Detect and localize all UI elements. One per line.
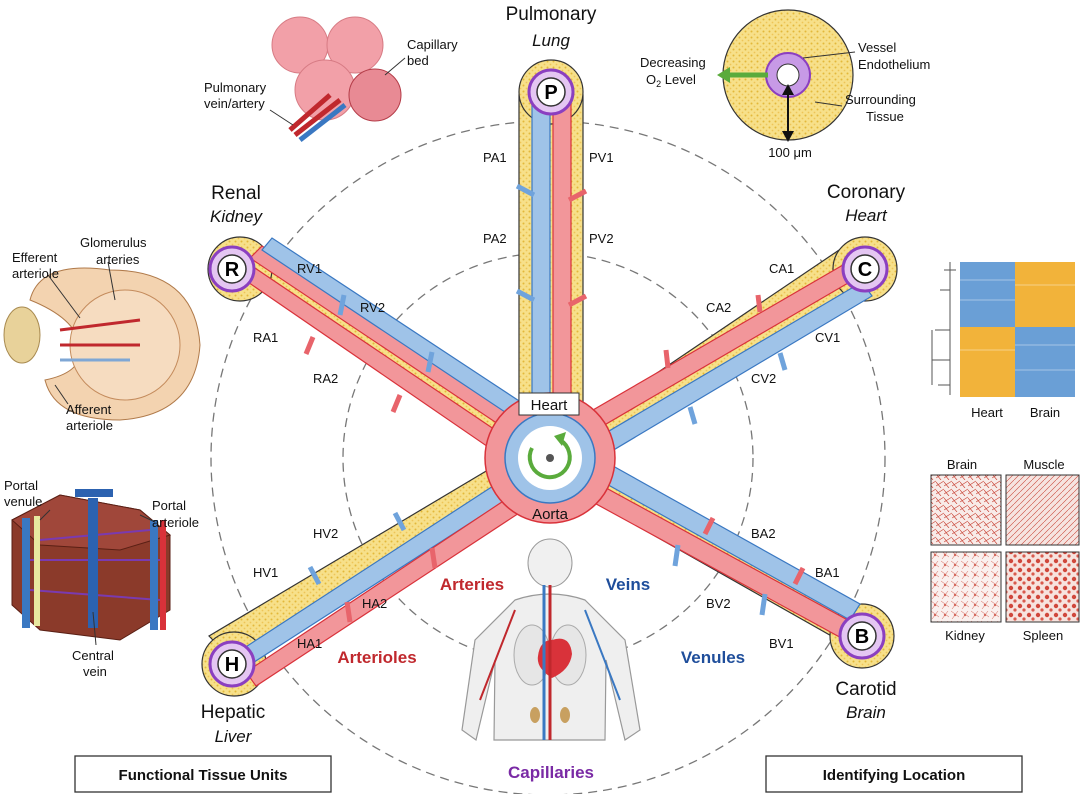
- vessel-decreasing-label: Decreasing: [640, 55, 706, 70]
- liver-cv-label-2: vein: [83, 664, 107, 679]
- branch-ra1: RA1: [253, 330, 278, 345]
- branch-pa1: PA1: [483, 150, 507, 165]
- organ-sub-carotid: Brain: [846, 703, 886, 722]
- label-venules: Venules: [681, 648, 745, 667]
- functional-units-box: [74, 755, 332, 793]
- lung-alveoli-illustration: [269, 16, 406, 142]
- organ-sub-hepatic: Liver: [215, 727, 253, 746]
- texture-kidney: [930, 551, 1002, 623]
- texture-brain: [930, 474, 1002, 546]
- label-capillaries: Capillaries: [508, 763, 594, 782]
- heatmap-col-brain: Brain: [1030, 405, 1060, 420]
- branch-rv2: RV2: [360, 300, 385, 315]
- branch-ba1: BA1: [815, 565, 840, 580]
- branch-ca2: CA2: [706, 300, 731, 315]
- hub-letter-pulmonary: P: [544, 82, 557, 104]
- vessel-label-2: Endothelium: [858, 57, 930, 72]
- liver-lobule-illustration: [11, 489, 172, 646]
- branch-pa2: PA2: [483, 231, 507, 246]
- branch-ra2: RA2: [313, 371, 338, 386]
- hub-letter-hepatic: H: [225, 654, 239, 676]
- organ-coronary: Coronary: [827, 182, 906, 203]
- texture-label-muscle: Muscle: [1023, 457, 1064, 472]
- vessel-o2-label: O2 Level: [646, 72, 696, 89]
- heatmap: [931, 262, 1075, 397]
- label-arteries: Arteries: [440, 575, 504, 594]
- branch-cv2: CV2: [751, 371, 776, 386]
- tissue-label-1: Surrounding: [845, 92, 916, 107]
- capillaries-ring: [210, 120, 886, 794]
- functional-units-label: Functional Tissue Units: [119, 767, 288, 784]
- branch-hv2: HV2: [313, 526, 338, 541]
- texture-muscle: [1005, 474, 1080, 546]
- label-arterioles: Arterioles: [337, 648, 416, 667]
- organ-hubs: [208, 68, 889, 688]
- texture-label-brain: Brain: [947, 457, 977, 472]
- lung-bed-label: bed: [407, 53, 429, 68]
- human-body-illustration: [461, 538, 641, 742]
- circulation-arrow-icon: [527, 438, 572, 480]
- aorta-label: Aorta: [532, 506, 569, 523]
- branch-ca1: CA1: [769, 261, 794, 276]
- branch-bv2: BV2: [706, 596, 731, 611]
- heart-label: Heart: [531, 397, 569, 414]
- texture-label-kidney: Kidney: [945, 628, 985, 643]
- lung-vein-label-1: Pulmonary: [204, 80, 267, 95]
- lung-capillary-label: Capillary: [407, 37, 458, 52]
- hub-letter-renal: R: [225, 259, 240, 281]
- branch-stubs: [303, 183, 806, 623]
- liver-pv-label-2: venule: [4, 494, 42, 509]
- vessels: [237, 99, 873, 687]
- organ-carotid: Carotid: [835, 679, 896, 700]
- scale-label: 100 μm: [768, 145, 812, 160]
- organ-pulmonary: Pulmonary: [506, 4, 597, 25]
- branch-ha2: HA2: [362, 596, 387, 611]
- vessel-cross-section: [717, 9, 856, 142]
- central-heart: [484, 392, 616, 524]
- branch-ba2: BA2: [751, 526, 776, 541]
- organ-hepatic: Hepatic: [201, 702, 265, 723]
- organ-renal: Renal: [211, 183, 261, 204]
- label-veins: Veins: [606, 575, 650, 594]
- liver-pa-label-2: arteriole: [152, 515, 199, 530]
- kidney-glom-label-1: Glomerulus: [80, 235, 147, 250]
- vessel-label-1: Vessel: [858, 40, 896, 55]
- texture-label-spleen: Spleen: [1023, 628, 1063, 643]
- organ-sub-coronary: Heart: [845, 206, 888, 225]
- lung-vein-label-2: vein/artery: [204, 96, 265, 111]
- kidney-eff-label-1: Efferent: [12, 250, 58, 265]
- kidney-eff-label-2: arteriole: [12, 266, 59, 281]
- organ-sub-pulmonary: Lung: [532, 31, 570, 50]
- kidney-illustration: [3, 261, 201, 421]
- organ-sub-renal: Kidney: [210, 207, 263, 226]
- hub-letter-coronary: C: [858, 259, 872, 281]
- texture-spleen: [1005, 551, 1080, 623]
- kidney-glom-label-2: arteries: [96, 252, 140, 267]
- hub-letter-carotid: B: [855, 626, 869, 648]
- branch-bv1: BV1: [769, 636, 794, 651]
- kidney-aff-label-1: Afferent: [66, 402, 112, 417]
- tissue-label-2: Tissue: [866, 109, 904, 124]
- branch-hv1: HV1: [253, 565, 278, 580]
- branch-cv1: CV1: [815, 330, 840, 345]
- liver-pa-label-1: Portal: [152, 498, 186, 513]
- branch-ha1: HA1: [297, 636, 322, 651]
- kidney-aff-label-2: arteriole: [66, 418, 113, 433]
- liver-cv-label-1: Central: [72, 648, 114, 663]
- liver-pv-label-1: Portal: [4, 478, 38, 493]
- branch-pv2: PV2: [589, 231, 614, 246]
- heatmap-col-heart: Heart: [971, 405, 1003, 420]
- branch-pv1: PV1: [589, 150, 614, 165]
- branch-rv1: RV1: [297, 261, 322, 276]
- identifying-location-box: [765, 755, 1023, 793]
- identifying-location-label: Identifying Location: [823, 767, 966, 784]
